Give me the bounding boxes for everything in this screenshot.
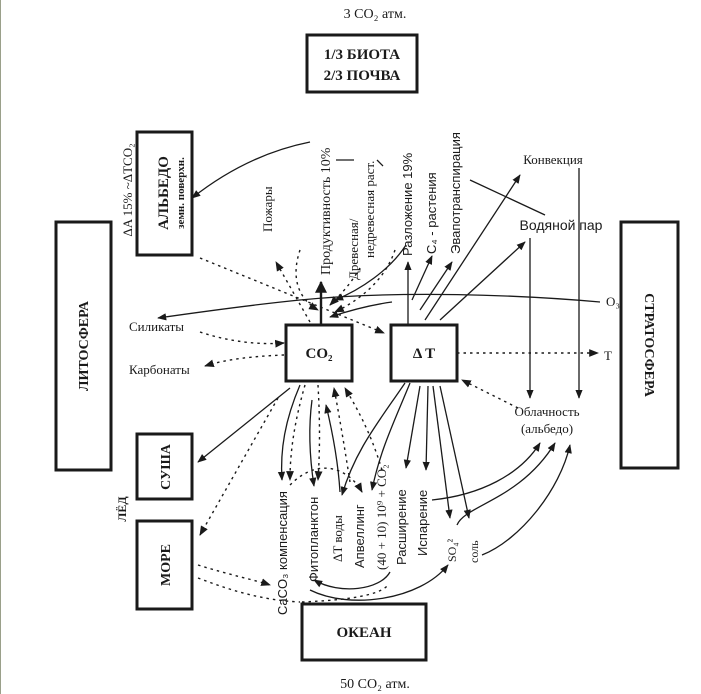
- sulfate-label: SO₄²: [445, 538, 459, 562]
- evapotranspiration-label: Эвапотранспирация: [448, 132, 463, 254]
- cloud-to-delta-t-arrow: [461, 379, 519, 409]
- carbonates-label: Карбонаты: [129, 362, 190, 377]
- fires-arrow: [275, 261, 311, 323]
- label-tick: [376, 159, 384, 167]
- water-delta-t-label: ΔT воды: [330, 515, 345, 562]
- albedo-label: АЛЬБЕДО: [156, 156, 172, 230]
- lithosphere-label: ЛИТОСФЕРА: [77, 300, 92, 391]
- sea-to-ocean-dotted: [197, 577, 301, 603]
- ocean-to-sulfate-loop: [309, 564, 449, 601]
- expansion-label: Расширение: [394, 489, 409, 565]
- co2-to-sea-arrow: [199, 397, 279, 536]
- caco3-dotted-arrow: [286, 384, 306, 481]
- delta-t-to-sulfate-arrow: [432, 385, 453, 519]
- ice-label: ЛЁД: [115, 496, 129, 522]
- sea-label: МОРЕ: [159, 544, 174, 586]
- caco3-compensation-label: CaCO₃ компенсация: [275, 491, 290, 615]
- non-woody-plants-label: недревесная раст.: [362, 161, 377, 258]
- co2-to-land-arrow: [197, 387, 291, 463]
- upwelling-label: Апвеллинг: [352, 504, 367, 568]
- salt-label: соль: [467, 540, 481, 563]
- land-box: СУША: [135, 432, 194, 501]
- sea-to-caco3-arrow: [197, 564, 271, 586]
- dotted-decomp-arrow: [334, 249, 396, 313]
- productivity-to-albedo-arrow: [191, 141, 311, 199]
- delta-t-label: Δ T: [413, 346, 435, 362]
- stratosphere-label: СТРАТОСФЕРА: [641, 293, 656, 398]
- flux-to-co2-arrow: [344, 387, 383, 471]
- decomposition-label: Разложение 19%: [400, 152, 415, 256]
- convection-label: Конвекция: [523, 152, 583, 167]
- salt-to-cloud-arrow: [481, 444, 572, 556]
- evap-to-vapor-line: [469, 179, 546, 216]
- temperature-label: T: [604, 348, 612, 363]
- productivity-label: Продуктивность 10%: [319, 147, 334, 275]
- caco3-to-upwelling-arrow: [289, 467, 363, 493]
- delta-t-to-flux-arrow: [370, 382, 411, 491]
- co2-to-carbonates-arrow: [204, 354, 285, 368]
- lithosphere-box: ЛИТОСФЕРА: [54, 220, 113, 472]
- ocean-label: ОКЕАН: [336, 625, 391, 641]
- stratosphere-box: СТРАТОСФЕРА: [619, 220, 680, 470]
- water-vapor-arrow: [439, 241, 526, 321]
- biota-label: 1/3 БИОТА: [324, 47, 400, 63]
- page-edge-rule: [0, 0, 1, 694]
- ozone-label: O₃: [606, 294, 620, 309]
- ocean-box: ОКЕАН: [300, 602, 428, 662]
- co2-box: CO₂: [284, 323, 354, 383]
- fires-label: Пожары: [260, 186, 275, 232]
- c4-plants-label: C₄ - растения: [424, 172, 439, 254]
- c4-arrow: [411, 255, 433, 301]
- cloud-albedo-label: (альбедо): [521, 421, 573, 436]
- ocean-co2-caption: 50 CO₂ атм.: [340, 677, 410, 692]
- woody-plants-label: Древесная/: [346, 218, 361, 280]
- atmosphere-co2-caption: 3 CO₂ атм.: [344, 7, 407, 22]
- albedo-box: АЛЬБЕДО земн. поверхн.: [135, 130, 194, 257]
- evaporation-to-cloud-arrow: [431, 442, 541, 501]
- co2-label: CO₂: [306, 346, 334, 362]
- water-vapor-label: Водяной пар: [520, 217, 603, 233]
- sulfate-to-cloud-arrow: [456, 442, 556, 526]
- soil-label: 2/3 ПОЧВА: [324, 68, 401, 84]
- delta-t-to-water-dt-arrow: [340, 382, 406, 496]
- delta-t-to-evaporation-arrow: [422, 385, 430, 471]
- biota-box: 1/3 БИОТА 2/3 ПОЧВА: [305, 33, 419, 94]
- albedo-relation-label: ΔA 15% ~ΔTCO₂: [120, 143, 135, 236]
- flux-to-phytoplankton-loop: [313, 571, 391, 590]
- phytoplankton-label: Фитопланктон: [306, 497, 321, 582]
- connectors: [157, 141, 601, 603]
- silicates-to-co2-arrow: [199, 331, 285, 348]
- upwelling-to-co2-arrow: [331, 387, 351, 483]
- albedo-to-delta-t-arrow: [199, 257, 385, 334]
- delta-t-box: Δ T: [389, 323, 459, 383]
- co2-flux-label: (40 + 10) 10⁹ + CO₂: [374, 464, 389, 570]
- evapotranspiration-arrow: [419, 261, 453, 311]
- to-co2-arrow: [329, 301, 393, 318]
- co2-to-caco3-arrow: [277, 384, 301, 481]
- earth-surface-label: земн. поверхн.: [175, 157, 187, 229]
- delta-t-to-expansion-arrow: [403, 385, 421, 469]
- ocean-dotted-loop: [301, 584, 389, 603]
- ozone-silicates-arrow: [157, 293, 601, 321]
- phytoplankton-dotted-arrow: [314, 384, 323, 481]
- co2-to-phytoplankton-arrow: [309, 399, 317, 487]
- land-label: СУША: [159, 443, 174, 490]
- silicates-label: Силикаты: [129, 319, 184, 334]
- dotted-to-co2: [295, 249, 319, 311]
- delta-t-to-salt-arrow: [439, 385, 471, 519]
- evaporation-label: Испарение: [415, 490, 430, 556]
- sea-box: МОРЕ: [135, 519, 194, 611]
- cloudiness-label: Облачность: [514, 404, 579, 419]
- convection-arrow: [424, 174, 521, 321]
- water-dt-to-co2-arrow: [324, 404, 341, 493]
